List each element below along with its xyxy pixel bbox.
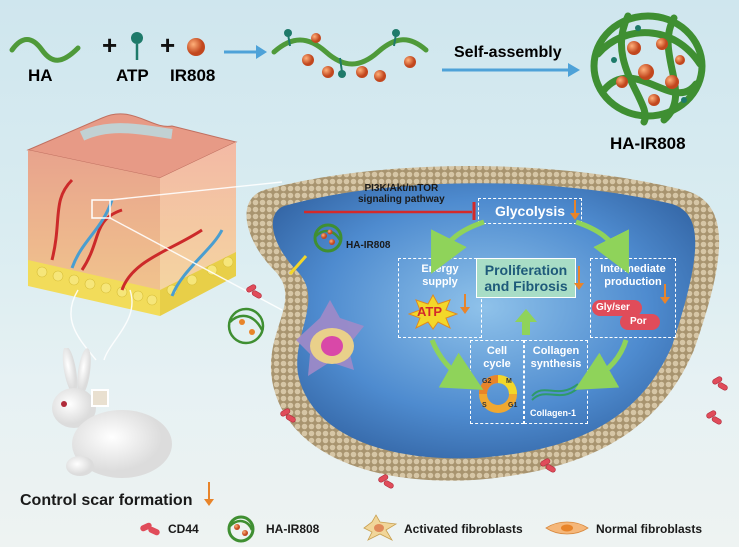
label-phase-g2: G2 [482,378,492,385]
decrease-arrow-icon [460,294,470,314]
legend-normal-fibroblast-icon [545,521,589,535]
label-phase-g1: G1 [508,402,518,409]
label-self-assembly: Self-assembly [454,44,562,61]
label-atp: ATP [116,66,149,85]
label-pathway: PI3K/Akt/mTOR signaling pathway [358,183,445,205]
plus-icon: + [160,30,176,60]
label-glycolysis: Glycolysis [494,203,566,219]
label-collagen-synthesis: Collagen synthesis [530,345,582,370]
collagen-fiber-icon [531,383,579,401]
label-cell-cycle: Cell cycle [483,345,511,370]
decrease-arrow-icon [204,482,214,506]
legend-cd44-icon [140,522,160,536]
plus-icon: + [102,30,118,60]
label-atp-cell: ATP [417,304,443,319]
legend-cd44: CD44 [168,522,199,536]
label-gly-ser: Gly/ser [596,302,630,313]
label-phase-m: M [506,378,512,385]
legend-ha-ir808-icon [227,515,255,543]
label-control-scar: Control scar formation [20,492,193,509]
label-cell-ha-ir808: HA-IR808 [346,240,391,251]
arrow-right-icon [442,63,580,77]
ha-conjugate-strand-icon [271,29,429,82]
ha-ir808-nanoparticle-icon [590,12,706,126]
skin-tissue-block [26,113,238,316]
label-ha: HA [28,66,53,85]
arrow-right-icon [224,45,267,59]
ha-ir808-nanoparticle-icon [313,223,343,253]
atp-burst-icon [408,294,458,330]
atp-molecule-icon [131,32,143,60]
ha-strand-icon [9,37,81,63]
label-phase-s: S [482,402,487,409]
glycolysis-box: Glycolysis [478,198,582,224]
label-ir808: IR808 [170,66,216,85]
rabbit-illustration [52,348,172,478]
label-ha-ir808: HA-IR808 [610,134,686,153]
decrease-arrow-icon [574,266,584,290]
legend-ha-ir808: HA-IR808 [266,522,320,536]
cell-cycle-wheel-icon [479,375,517,413]
inhibition-line-icon [304,202,476,220]
por-pill [620,314,660,330]
activated-fibroblast-icon [296,300,364,376]
decrease-arrow-icon [660,284,670,304]
legend-activated-fibroblast-icon [363,514,398,541]
up-arrow-icon [515,309,537,335]
proliferation-box: Proliferation and Fibrosis [476,258,576,298]
legend-activated-fibroblasts: Activated fibroblasts [404,522,523,536]
label-por: Por [630,316,647,327]
ir808-molecule-icon [187,38,205,56]
decrease-arrow-icon [570,200,580,220]
gly-ser-pill [592,300,642,316]
label-proliferation: Proliferation and Fibrosis [484,262,568,295]
label-collagen-1: Collagen-1 [530,408,577,418]
legend-normal-fibroblasts: Normal fibroblasts [596,522,703,536]
collagen-synthesis-box: Collagen synthesis [524,340,588,424]
